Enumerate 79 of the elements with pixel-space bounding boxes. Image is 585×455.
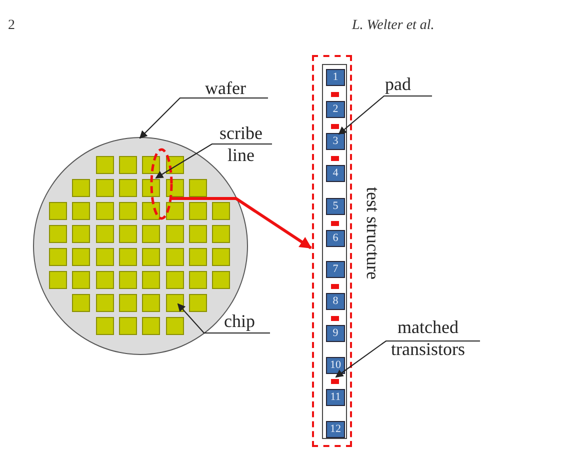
chip-square	[142, 317, 160, 335]
chip-square	[189, 294, 207, 312]
chip-square	[142, 202, 160, 220]
scribe-line-ellipse	[150, 148, 173, 220]
leader-line	[177, 303, 270, 334]
chip-square	[189, 225, 207, 243]
chip-square	[96, 202, 114, 220]
pad-square: 9	[326, 325, 345, 342]
chip-square	[119, 317, 137, 335]
chip-square	[119, 271, 137, 289]
chip-square	[142, 271, 160, 289]
pad-square: 3	[326, 133, 345, 150]
pad-square: 10	[326, 357, 345, 374]
chip-square	[212, 202, 230, 220]
chip-square	[72, 271, 90, 289]
chip-square	[142, 225, 160, 243]
chip-square	[166, 202, 184, 220]
pad-square: 2	[326, 101, 345, 118]
callout-label: pad	[385, 73, 425, 95]
chip-square	[142, 179, 160, 197]
chip-square	[166, 225, 184, 243]
region-title: test structure	[362, 187, 384, 280]
pad-square: 11	[326, 389, 345, 406]
pad-square: 6	[326, 230, 345, 247]
arrow	[170, 197, 312, 250]
chip-square	[49, 225, 67, 243]
leader-line	[155, 143, 272, 179]
chip-square	[72, 294, 90, 312]
callout-label: scribe line	[212, 122, 270, 170]
pad-square: 7	[326, 261, 345, 278]
chip-square	[189, 248, 207, 266]
chip-square	[189, 202, 207, 220]
pad-square: 4	[326, 165, 345, 182]
callout-label: matched transistors	[378, 316, 478, 362]
chip-square	[96, 225, 114, 243]
pad-square: 12	[326, 421, 345, 438]
chip-square	[96, 317, 114, 335]
chip-square	[72, 179, 90, 197]
chip-square	[189, 271, 207, 289]
chip-square	[166, 248, 184, 266]
pad-square: 5	[326, 198, 345, 215]
chip-square	[142, 248, 160, 266]
page-number: 2	[8, 18, 15, 34]
chip-square	[49, 248, 67, 266]
chip-square	[119, 156, 137, 174]
chip-square	[119, 225, 137, 243]
leader-line	[335, 340, 480, 378]
leader-line	[139, 97, 268, 139]
chip-square	[166, 317, 184, 335]
chip-square	[72, 225, 90, 243]
chip-square	[212, 271, 230, 289]
chip-square	[166, 294, 184, 312]
chip-square	[96, 248, 114, 266]
chip-square	[189, 179, 207, 197]
transistor-mark	[331, 379, 339, 384]
chip-square	[119, 202, 137, 220]
chip-square	[142, 294, 160, 312]
chip-square	[72, 248, 90, 266]
pad-square: 1	[326, 69, 345, 86]
chip-square	[49, 202, 67, 220]
chip-square	[96, 271, 114, 289]
pad-square: 8	[326, 293, 345, 310]
chip-square	[96, 156, 114, 174]
callout-label: wafer	[205, 77, 265, 99]
chip-square	[212, 248, 230, 266]
chip-square	[166, 271, 184, 289]
test-structure-strip	[322, 64, 347, 439]
chip-square	[142, 156, 160, 174]
chip-square	[119, 179, 137, 197]
callout-label: chip	[224, 310, 270, 332]
running-header: L. Welter et al.	[352, 18, 434, 34]
chip-square	[212, 225, 230, 243]
chip-square	[119, 248, 137, 266]
chip-square	[119, 294, 137, 312]
chip-square	[96, 179, 114, 197]
leader-line	[338, 95, 432, 135]
chip-square	[49, 271, 67, 289]
chip-square	[96, 294, 114, 312]
chip-square	[72, 202, 90, 220]
